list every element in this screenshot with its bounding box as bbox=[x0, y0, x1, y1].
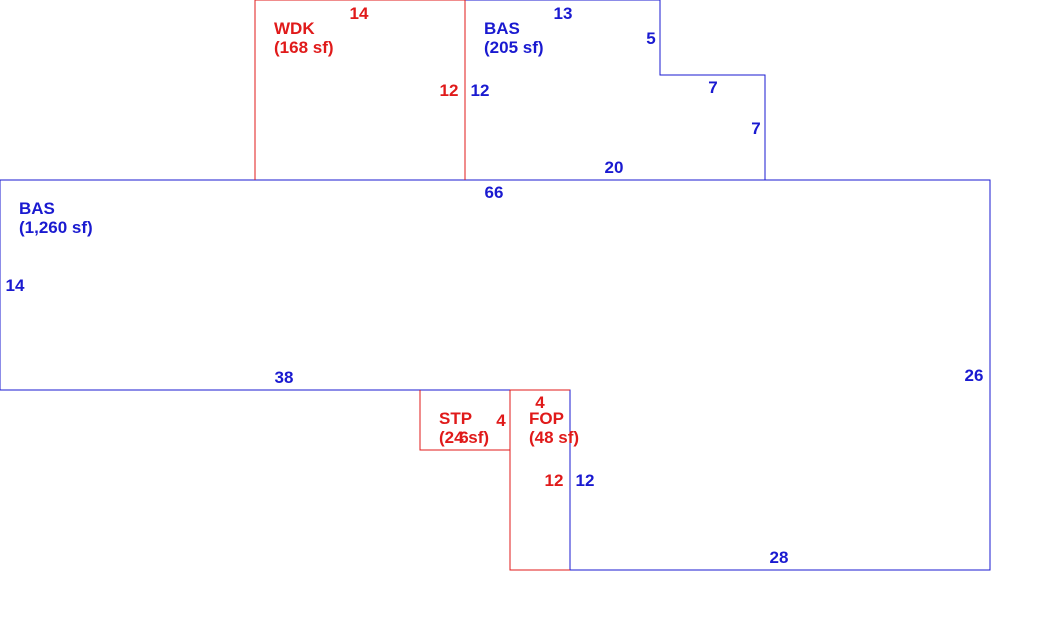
bas-main-code-label: BAS bbox=[19, 199, 55, 218]
dim-bas-main-bottom: 28 bbox=[770, 548, 789, 567]
dim-bas-upper-right: 7 bbox=[751, 119, 760, 138]
dim-bas-main-right: 26 bbox=[965, 366, 984, 385]
dim-bas-upper-bottom: 20 bbox=[605, 158, 624, 177]
wdk-code-label: WDK bbox=[274, 19, 315, 38]
dim-bas-main-notch-top: 38 bbox=[275, 368, 294, 387]
wdk-area-label: (168 sf) bbox=[274, 38, 334, 57]
stp-code-label: STP bbox=[439, 409, 472, 428]
dim-bas-upper-left: 12 bbox=[471, 81, 490, 100]
fop-area-label: (48 sf) bbox=[529, 428, 579, 447]
wdk-outline bbox=[254, 0, 466, 180]
stp-outline bbox=[419, 390, 510, 451]
dim-bas-main-left: 14 bbox=[6, 276, 25, 295]
dim-bas-main-top: 66 bbox=[485, 183, 504, 202]
bas-main-area-label: (1,260 sf) bbox=[19, 218, 93, 237]
dim-fop-right-blue: 12 bbox=[576, 471, 595, 490]
dim-bas-upper-step-horizontal: 7 bbox=[708, 78, 717, 97]
bas-upper-area-label: (205 sf) bbox=[484, 38, 544, 57]
dim-fop-right-red: 12 bbox=[545, 471, 564, 490]
dim-bas-upper-top: 13 bbox=[554, 4, 573, 23]
dim-wdk-right: 12 bbox=[440, 81, 459, 100]
dim-stp-right: 4 bbox=[496, 411, 506, 430]
dim-wdk-top: 14 bbox=[350, 4, 369, 23]
dim-stp-side: 6 bbox=[459, 428, 468, 447]
bas-main-outline bbox=[0, 179, 991, 571]
dim-fop-top: 4 bbox=[535, 393, 545, 412]
dim-bas-upper-step-vertical: 5 bbox=[646, 29, 655, 48]
bas-upper-code-label: BAS bbox=[484, 19, 520, 38]
stp-area-label: (24 sf) bbox=[439, 428, 489, 447]
fop-code-label: FOP bbox=[529, 409, 564, 428]
